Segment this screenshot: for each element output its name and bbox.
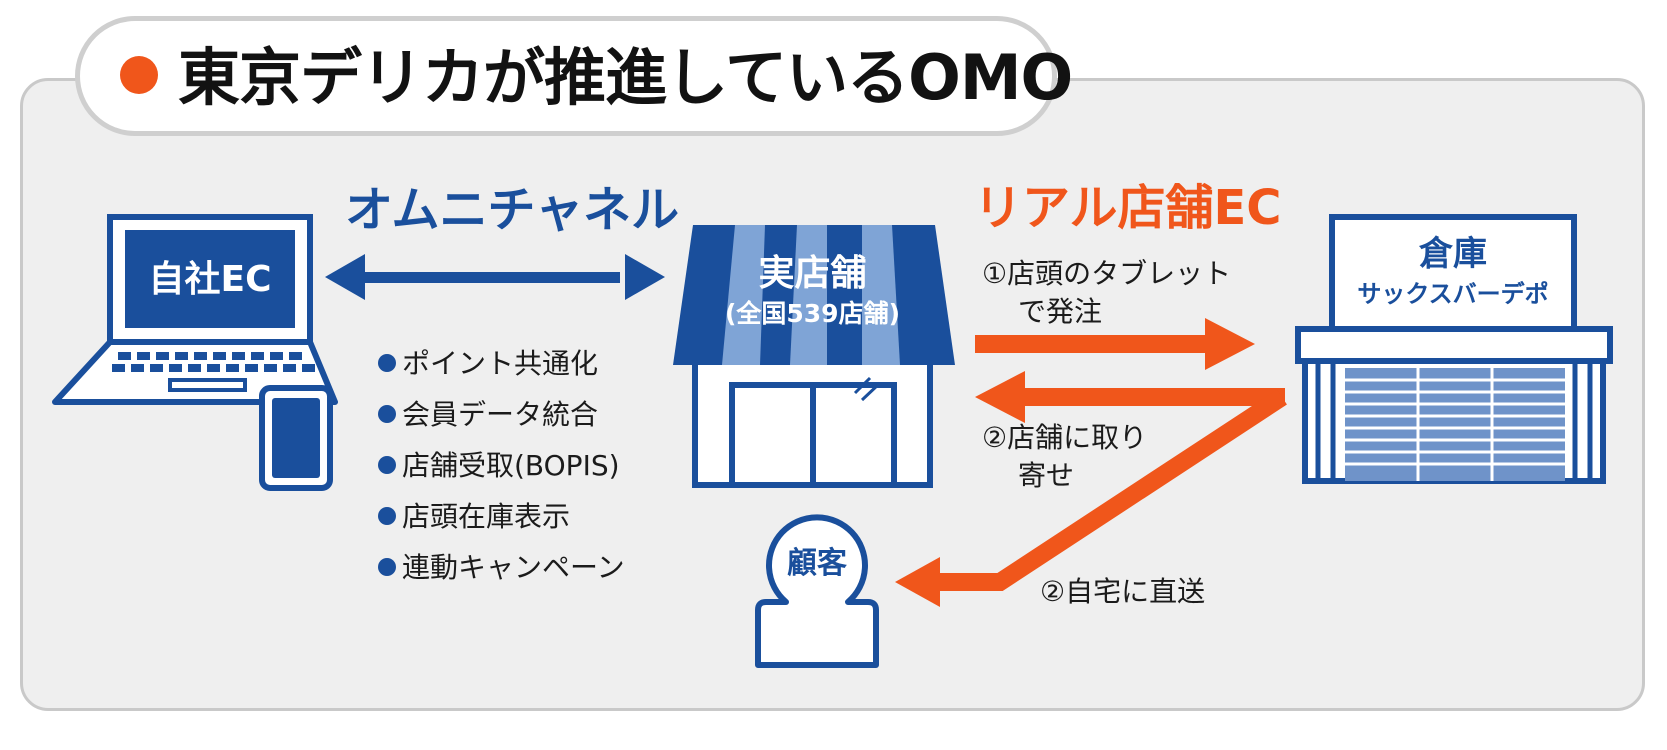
pickup-note-line2: 寄せ	[1018, 459, 1075, 492]
customer-label: 顧客	[787, 546, 847, 581]
title-pill	[75, 16, 1057, 136]
warehouse-name: 倉庫	[1419, 234, 1487, 274]
warehouse-sub: サックスバーデポ	[1357, 280, 1549, 308]
store-icon	[673, 225, 955, 488]
pickup-note-line1: ②店舗に取り	[982, 421, 1148, 454]
bullet-dot	[378, 354, 396, 372]
order-note-line2: で発注	[1018, 295, 1103, 328]
home-delivery-arrow	[895, 389, 1287, 607]
own-ec-label: 自社EC	[148, 259, 272, 300]
home-delivery-note: ②自宅に直送	[1040, 575, 1206, 608]
omnichannel-double-arrow	[325, 254, 665, 300]
pickup-arrow	[975, 371, 1285, 423]
bullet-dot	[378, 507, 396, 525]
laptop-icon	[52, 214, 338, 405]
bullet-dot	[378, 405, 396, 423]
store-name: 実店舗	[758, 253, 867, 294]
tablet-icon	[259, 385, 333, 491]
store-count: (全国539店舗)	[724, 299, 901, 328]
omnichannel-heading: オムニチャネル	[345, 182, 680, 238]
real-store-ec-heading: リアル店舗EC	[974, 180, 1282, 236]
order-arrow	[975, 318, 1255, 370]
page-title: 東京デリカが推進しているOMO	[178, 41, 1073, 114]
title-bullet-dot	[120, 56, 158, 94]
warehouse-icon	[1295, 214, 1613, 484]
laptop-keyboard	[112, 352, 315, 392]
bullet-dot	[378, 558, 396, 576]
customer-icon	[755, 514, 879, 668]
order-note-line1: ①店頭のタブレット	[982, 257, 1232, 290]
bullet-dot	[378, 456, 396, 474]
